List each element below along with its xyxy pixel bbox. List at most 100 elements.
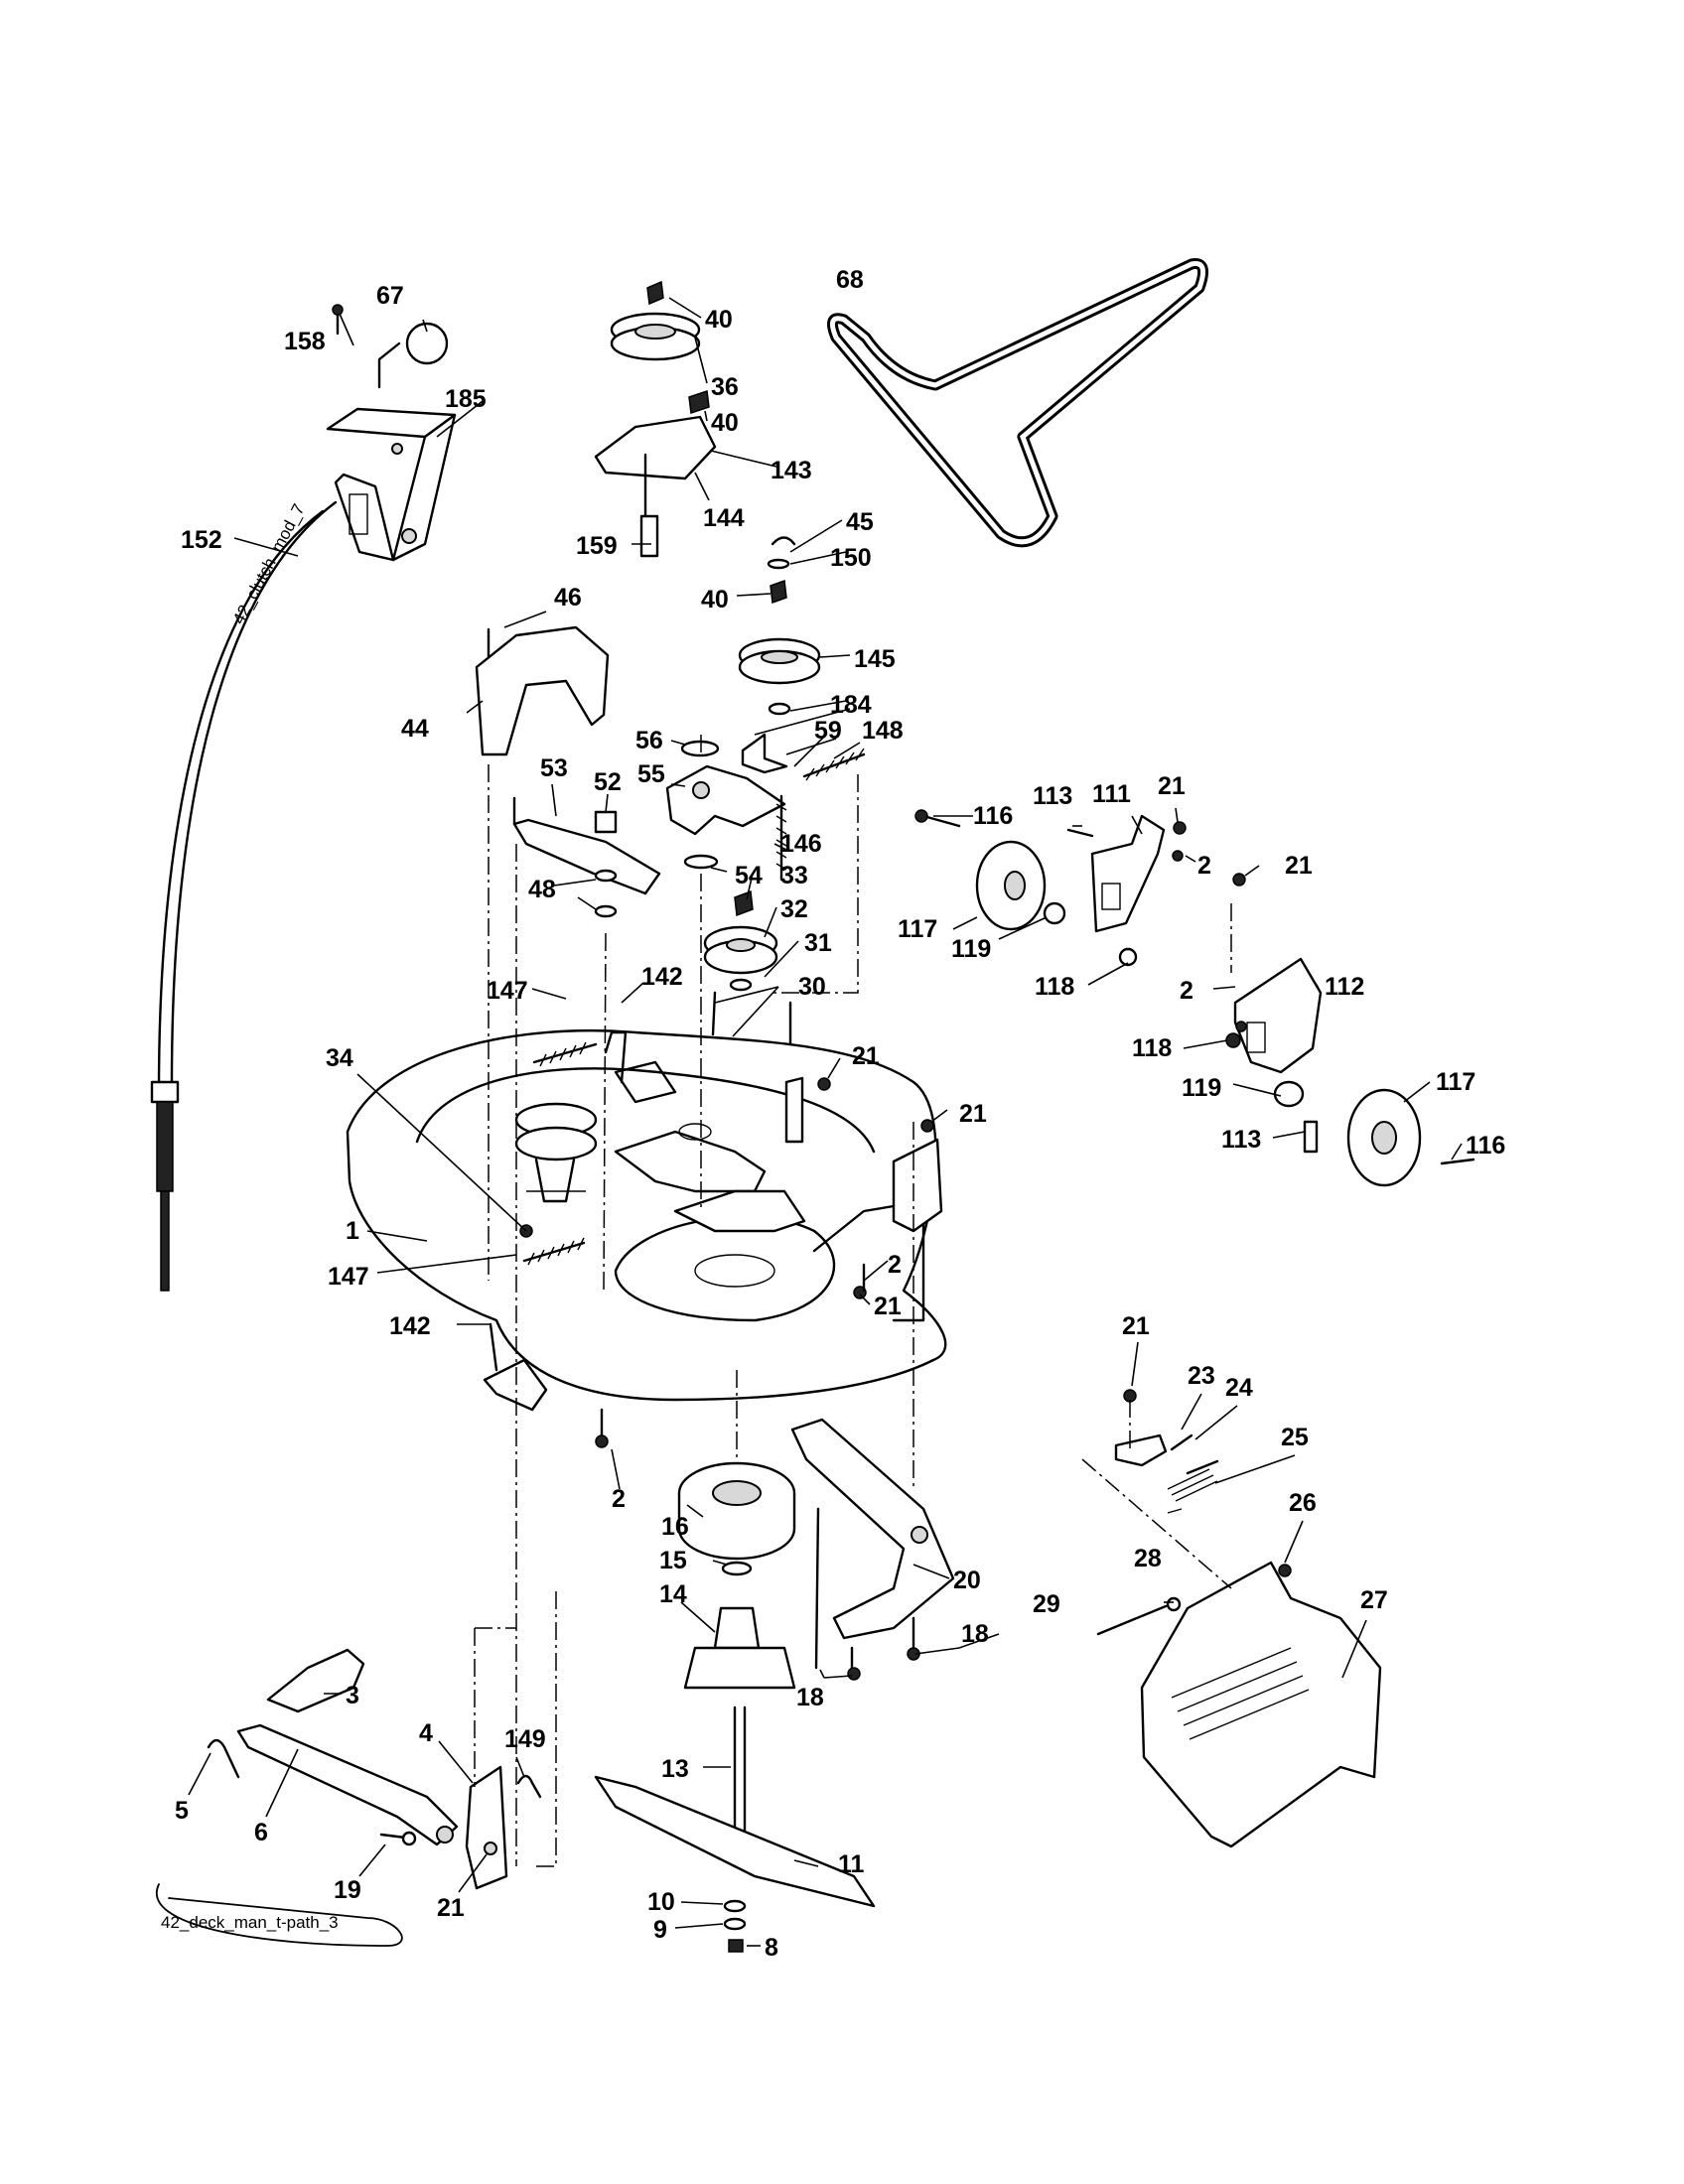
part-label-21: 21 <box>437 1894 465 1922</box>
idler-pulley-145 <box>738 536 821 774</box>
part-label-2: 2 <box>1197 852 1211 880</box>
part-label-54: 54 <box>735 862 763 889</box>
part-label-146: 146 <box>780 830 822 858</box>
clutch-cable-152 <box>150 500 338 1292</box>
part-label-27: 27 <box>1360 1586 1388 1614</box>
part-label-18: 18 <box>961 1620 989 1648</box>
part-label-118: 118 <box>1132 1034 1172 1062</box>
rear-arm-20 <box>790 1418 955 1681</box>
part-label-13: 13 <box>661 1755 689 1783</box>
idler-arm-55 <box>665 740 866 882</box>
part-label-23: 23 <box>1188 1362 1215 1390</box>
part-label-184: 184 <box>830 691 872 719</box>
part-label-117: 117 <box>898 915 937 943</box>
part-label-113: 113 <box>1033 782 1072 810</box>
part-label-111: 111 <box>1092 780 1131 808</box>
part-label-40: 40 <box>701 586 729 614</box>
part-label-116: 116 <box>1466 1132 1505 1160</box>
part-label-2: 2 <box>888 1251 902 1279</box>
part-label-6: 6 <box>254 1819 268 1846</box>
part-label-21: 21 <box>874 1293 902 1320</box>
part-label-20: 20 <box>953 1567 981 1594</box>
part-label-31: 31 <box>804 929 832 957</box>
mower-deck-1 <box>346 1028 947 1448</box>
part-label-142: 142 <box>389 1312 431 1340</box>
part-label-116: 116 <box>973 802 1013 830</box>
part-label-2: 2 <box>612 1485 626 1513</box>
part-label-16: 16 <box>661 1513 689 1541</box>
part-label-144: 144 <box>703 504 745 532</box>
part-label-21: 21 <box>852 1042 880 1070</box>
part-label-21: 21 <box>1122 1312 1150 1340</box>
part-label-142: 142 <box>641 963 683 991</box>
part-label-2: 2 <box>1180 977 1193 1005</box>
part-label-1: 1 <box>346 1217 359 1245</box>
part-label-28: 28 <box>1134 1545 1162 1572</box>
part-label-56: 56 <box>635 727 663 754</box>
spindle-assembly <box>594 1461 876 1953</box>
discharge-chute-27 <box>1096 1389 1382 1848</box>
part-label-44: 44 <box>401 715 429 743</box>
clutch-cable-caption: 42_clutch_mod_7 <box>229 500 309 626</box>
assembly-lines <box>474 735 1232 1867</box>
part-label-3: 3 <box>346 1682 359 1709</box>
part-label-5: 5 <box>175 1797 189 1825</box>
part-label-25: 25 <box>1281 1424 1309 1451</box>
part-label-48: 48 <box>528 876 556 903</box>
part-label-21: 21 <box>959 1100 987 1128</box>
part-label-119: 119 <box>951 935 991 963</box>
part-label-36: 36 <box>711 373 739 401</box>
part-label-113: 113 <box>1221 1126 1261 1154</box>
part-label-34: 34 <box>326 1044 353 1072</box>
part-label-9: 9 <box>653 1916 667 1944</box>
part-label-147: 147 <box>328 1263 369 1291</box>
part-label-11: 11 <box>838 1850 865 1878</box>
clutch-bracket <box>326 304 457 562</box>
part-label-112: 112 <box>1325 973 1364 1001</box>
part-labels: 67 158 185 152 40 36 40 143 144 159 45 1… <box>175 266 1505 1962</box>
part-label-45: 45 <box>846 508 874 536</box>
part-label-59: 59 <box>814 717 842 745</box>
part-label-150: 150 <box>830 544 872 572</box>
part-label-53: 53 <box>540 754 568 782</box>
part-label-158: 158 <box>284 328 326 355</box>
part-label-152: 152 <box>181 526 222 554</box>
part-label-32: 32 <box>780 895 808 923</box>
part-label-147: 147 <box>487 977 528 1005</box>
pulley-32 <box>703 889 792 1094</box>
part-label-24: 24 <box>1225 1374 1253 1402</box>
gauge-wheel-upper <box>914 809 1246 967</box>
part-label-40: 40 <box>705 306 733 334</box>
part-label-52: 52 <box>594 768 622 796</box>
part-label-29: 29 <box>1033 1590 1060 1618</box>
part-label-18: 18 <box>796 1684 824 1711</box>
footer-caption-text: 42_deck_man_t-path_3 <box>161 1913 339 1932</box>
part-label-26: 26 <box>1289 1489 1317 1517</box>
part-label-118: 118 <box>1035 973 1074 1001</box>
belt-68 <box>826 258 1209 548</box>
part-label-145: 145 <box>854 645 896 673</box>
part-label-149: 149 <box>504 1725 546 1753</box>
part-label-185: 185 <box>445 385 487 413</box>
part-label-117: 117 <box>1436 1068 1475 1096</box>
leader-lines <box>188 297 1463 1947</box>
part-label-21: 21 <box>1158 772 1186 800</box>
part-label-55: 55 <box>637 760 665 788</box>
part-label-159: 159 <box>576 532 618 560</box>
belt-guard-44 <box>475 625 610 756</box>
part-label-10: 10 <box>647 1888 675 1916</box>
part-label-19: 19 <box>334 1876 361 1904</box>
part-label-30: 30 <box>798 973 826 1001</box>
gauge-wheel-lower <box>1225 957 1475 1187</box>
part-label-68: 68 <box>836 266 864 294</box>
footer-caption: 42_deck_man_t-path_3 <box>156 1883 403 1947</box>
part-label-119: 119 <box>1182 1074 1221 1102</box>
part-label-40: 40 <box>711 409 739 437</box>
part-label-143: 143 <box>771 457 812 484</box>
part-label-67: 67 <box>376 282 404 310</box>
part-label-15: 15 <box>659 1547 687 1574</box>
part-label-4: 4 <box>419 1719 433 1747</box>
front-linkage <box>207 1648 542 1890</box>
idler-pulley-36 <box>594 280 717 558</box>
part-label-33: 33 <box>780 862 808 889</box>
